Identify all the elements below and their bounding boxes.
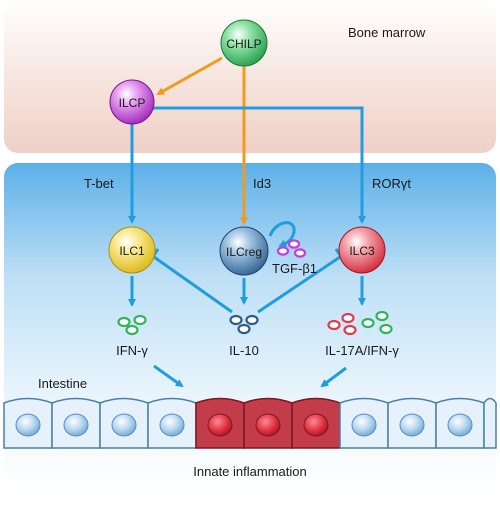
il17-ifng-molecules xyxy=(327,310,393,336)
chilp-cell: CHILP xyxy=(220,19,268,67)
tgfb1-label: TGF-β1 xyxy=(272,261,317,276)
ilc3-cell: ILC3 xyxy=(338,226,386,274)
arrow-ilcp-to-ilc3 xyxy=(152,106,366,224)
arrow-chilp-to-ilcp xyxy=(156,56,223,96)
cell-nucleus xyxy=(63,413,89,437)
arrow-il17-to-inflammation xyxy=(320,366,347,388)
arrow-ifng-to-inflammation xyxy=(153,364,184,388)
cell-nucleus xyxy=(15,413,41,437)
cell-nucleus xyxy=(111,413,137,437)
cell-nucleus xyxy=(351,413,377,437)
ifng-label: IFN-γ xyxy=(116,343,148,358)
cell-nucleus xyxy=(303,413,329,437)
cell-nucleus xyxy=(207,413,233,437)
tbet-label: T-bet xyxy=(84,176,114,191)
innate-inflammation-label: Innate inflammation xyxy=(193,464,306,479)
il17-ifng-label: IL-17A/IFN-γ xyxy=(325,343,399,358)
tgfb1-molecules xyxy=(276,239,307,258)
inhibit-il10-to-ilc3 xyxy=(257,255,341,314)
id3-label: Id3 xyxy=(253,176,271,191)
ilcp-label: ILCP xyxy=(119,96,146,110)
ilc1-label: ILC1 xyxy=(119,244,145,258)
ilcp-cell: ILCP xyxy=(109,79,155,125)
cell-nucleus xyxy=(447,413,473,437)
cell-nucleus xyxy=(399,413,425,437)
ilcreg-cell: ILCreg xyxy=(219,226,269,276)
inhibit-il10-to-ilc1 xyxy=(153,255,233,314)
cell-nucleus xyxy=(255,413,281,437)
ilc1-cell: ILC1 xyxy=(108,226,156,274)
epithelial-cell xyxy=(483,397,497,449)
bone-marrow-label: Bone marrow xyxy=(348,25,426,40)
ilcreg-label: ILCreg xyxy=(226,245,262,259)
rorgt-label: RORγt xyxy=(372,176,411,191)
epithelium-row xyxy=(3,397,497,449)
tgfb1-autocrine-arrow xyxy=(268,221,296,248)
ilc3-label: ILC3 xyxy=(349,244,375,258)
il10-molecules xyxy=(229,314,259,335)
il10-label: IL-10 xyxy=(229,343,259,358)
chilp-label: CHILP xyxy=(226,37,261,51)
cell-nucleus xyxy=(159,413,185,437)
intestine-label: Intestine xyxy=(38,376,87,391)
ifng-molecules xyxy=(117,314,147,336)
